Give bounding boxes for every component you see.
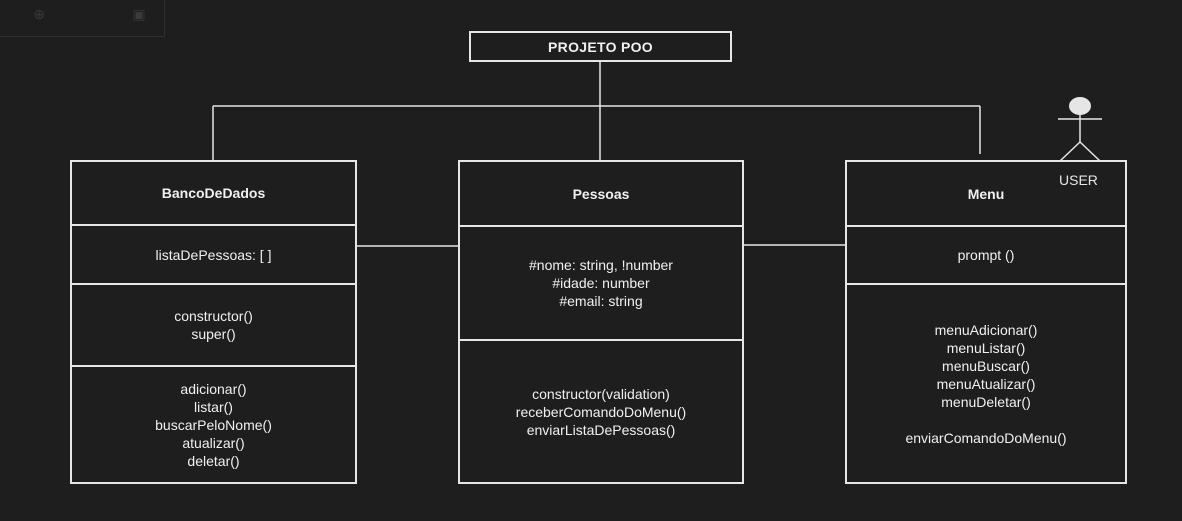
- method: enviarListaDePessoas(): [526, 421, 676, 438]
- layers-icon[interactable]: ▣: [132, 5, 146, 22]
- method: atualizar(): [182, 434, 245, 451]
- attributes-section: listaDePessoas: [ ]: [72, 224, 355, 283]
- methods-section: constructor(validation) receberComandoDo…: [460, 339, 742, 482]
- method: buscarPeloNome(): [155, 416, 272, 433]
- attributes-section: #nome: string, !number #idade: number #e…: [460, 225, 742, 339]
- attributes-section: prompt (): [847, 225, 1125, 283]
- methods-section: adicionar() listar() buscarPeloNome() at…: [72, 365, 355, 482]
- attribute: #email: string: [559, 293, 643, 309]
- method: super(): [191, 326, 236, 342]
- method: enviarComandoDoMenu(): [905, 429, 1067, 446]
- class-name: Menu: [967, 185, 1005, 202]
- class-name: Pessoas: [572, 185, 630, 202]
- method: constructor(): [174, 308, 253, 324]
- method: listar(): [194, 398, 233, 415]
- method: menuAdicionar(): [934, 321, 1038, 338]
- class-menu[interactable]: Menu prompt () menuAdicionar() menuLista…: [845, 160, 1127, 484]
- class-pessoas[interactable]: Pessoas #nome: string, !number #idade: n…: [458, 160, 744, 484]
- class-bancodedados[interactable]: BancoDeDados listaDePessoas: [ ] constru…: [70, 160, 357, 484]
- attribute: #nome: string, !number: [529, 257, 673, 273]
- method: deletar(): [187, 452, 240, 469]
- attribute: listaDePessoas: [ ]: [155, 246, 272, 263]
- methods-section: menuAdicionar() menuListar() menuBuscar(…: [847, 283, 1125, 482]
- method: menuAtualizar(): [936, 375, 1036, 392]
- constructors-section: constructor() super(): [72, 283, 355, 365]
- method: menuListar(): [946, 339, 1026, 356]
- method: menuBuscar(): [942, 357, 1030, 374]
- actor-label: USER: [1059, 172, 1098, 188]
- method: receberComandoDoMenu(): [515, 403, 687, 420]
- attribute: prompt (): [957, 247, 1015, 263]
- diagram-title[interactable]: PROJETO POO: [469, 31, 732, 62]
- method: adicionar(): [180, 380, 247, 397]
- format-icon[interactable]: ⊕: [33, 5, 45, 22]
- toolbar: ⊕ ▣: [0, 0, 165, 37]
- method: constructor(validation): [532, 385, 670, 402]
- user-actor-icon: [1058, 97, 1102, 162]
- attribute: #idade: number: [552, 275, 650, 291]
- method: menuDeletar(): [941, 393, 1031, 410]
- class-name: BancoDeDados: [161, 185, 266, 201]
